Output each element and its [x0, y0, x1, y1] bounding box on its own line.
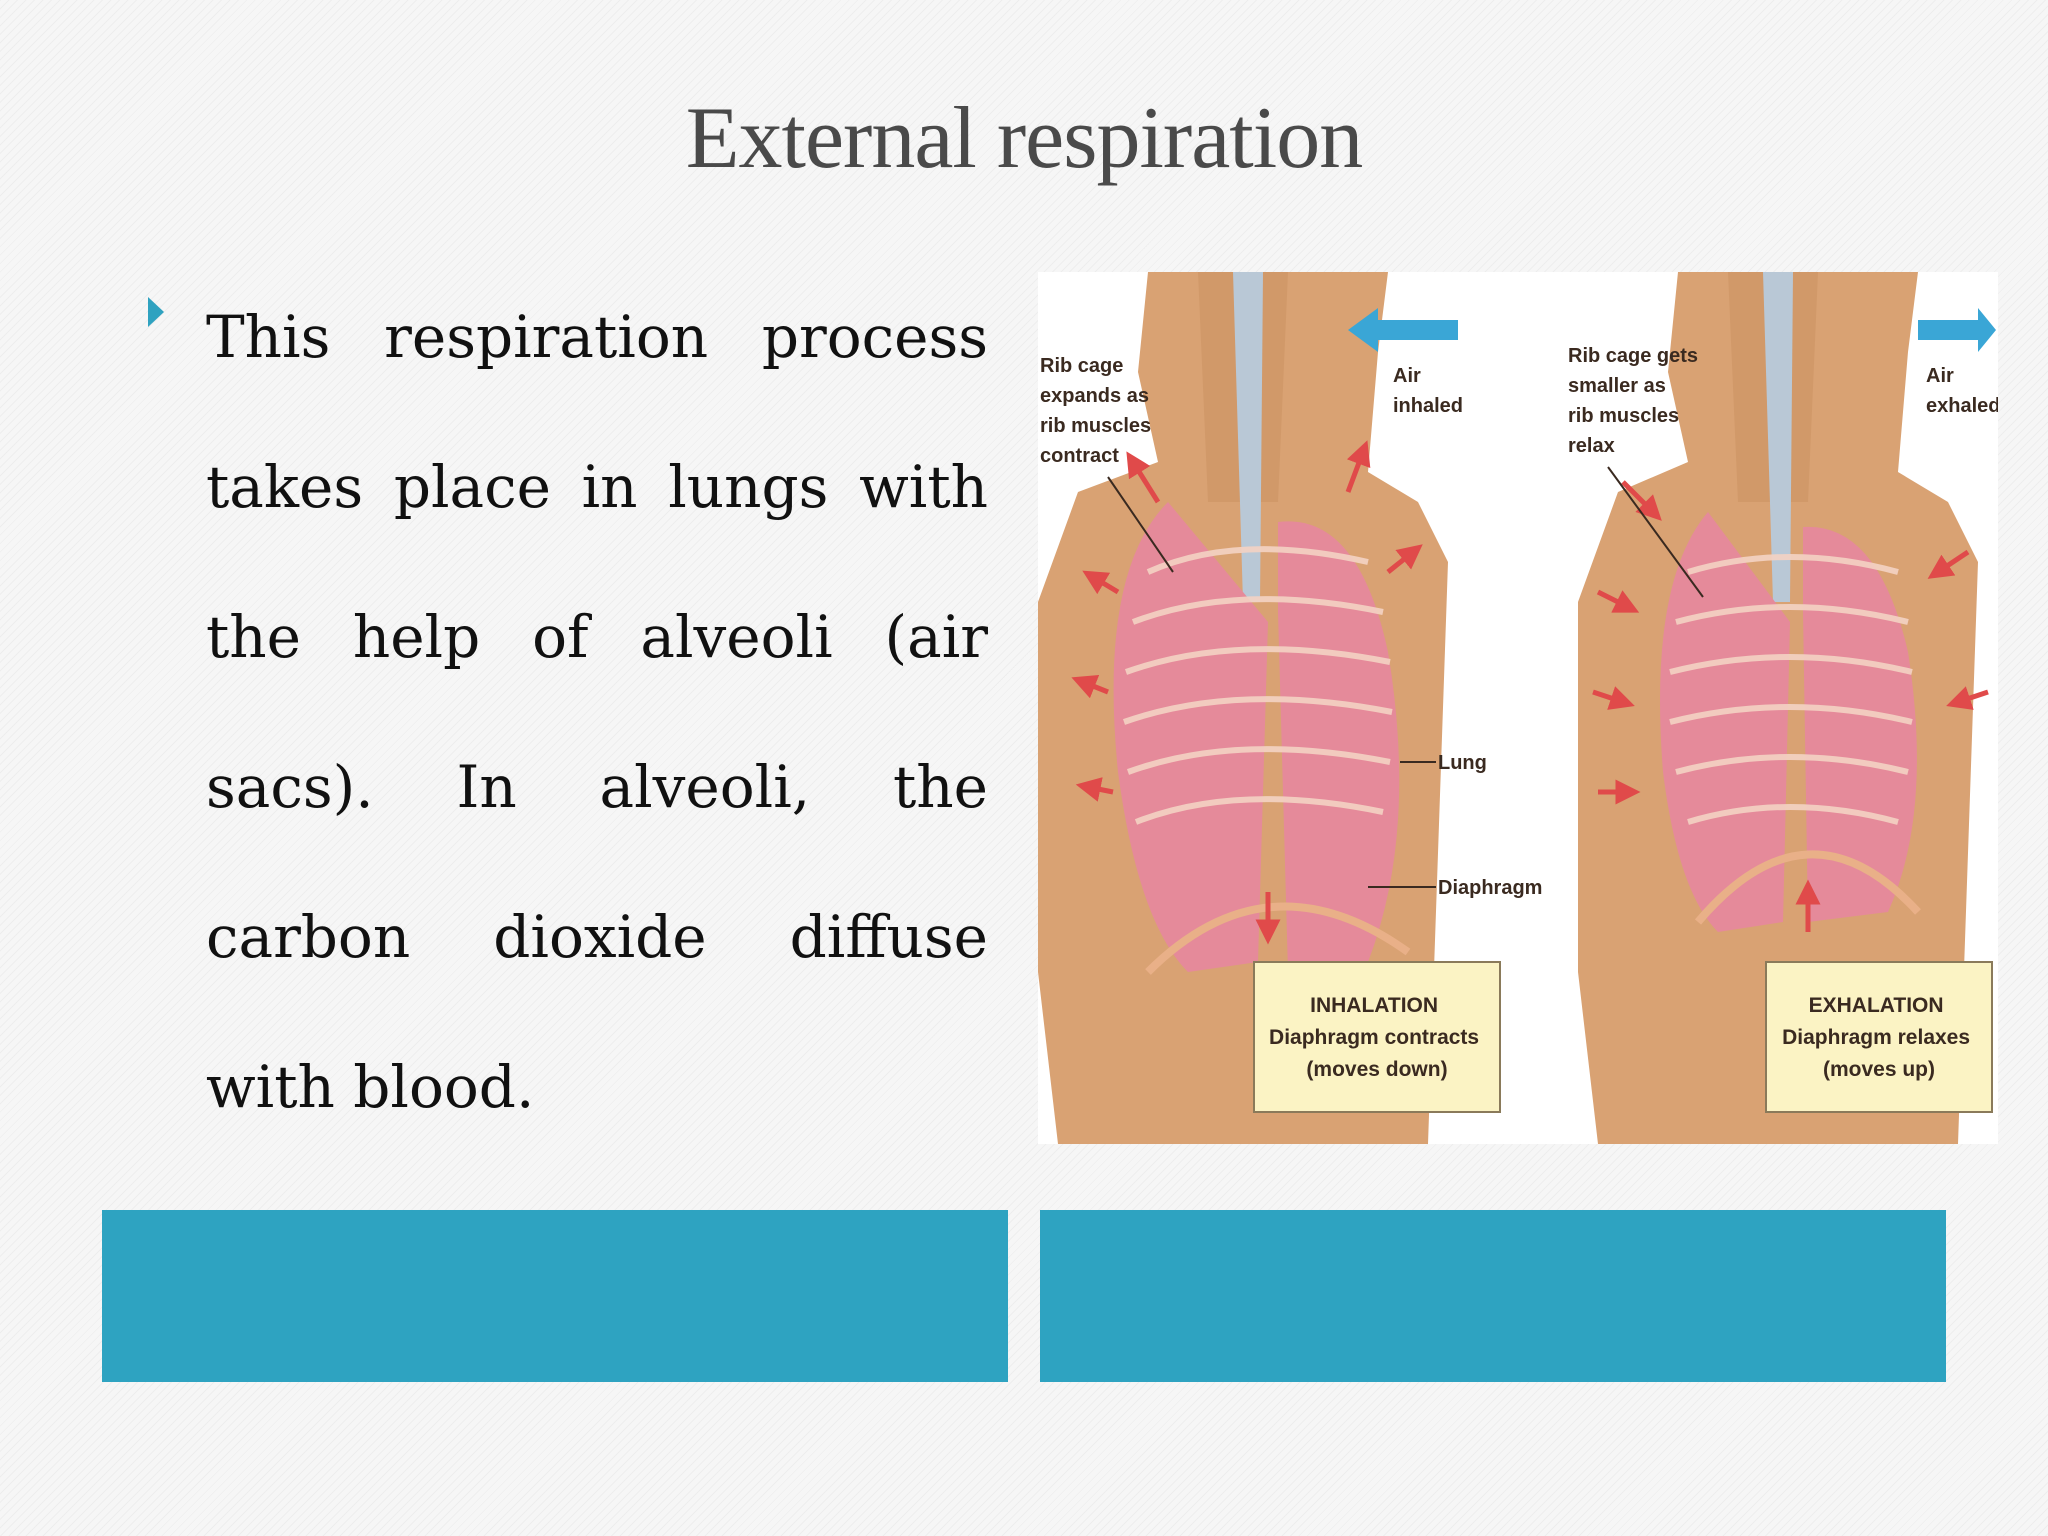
trachea-left — [1233, 272, 1263, 602]
trachea-right — [1763, 272, 1793, 602]
bullet-line: This respiration process — [206, 303, 988, 371]
lungs-right — [1660, 512, 1917, 932]
exhalation-panel: Rib cage gets smaller as rib muscles rel… — [1568, 272, 1998, 1144]
air-exhaled-arrow-icon — [1918, 308, 1996, 352]
rib-label-right: Rib cage gets — [1568, 345, 1698, 367]
bullet-text: This respiration process takes place in … — [206, 262, 988, 1162]
bullet-line: sacs). In alveoli, the — [206, 753, 988, 821]
rib-label-left: Rib cage — [1040, 355, 1123, 377]
bullet-line: takes place in lungs with — [206, 453, 988, 521]
diaphragm-left — [1145, 902, 1411, 975]
inhalation-panel: Rib cage expands as rib muscles contract… — [1038, 272, 1542, 1144]
exhalation-box — [1765, 961, 1993, 1113]
air-inhaled-arrow-icon — [1348, 308, 1458, 352]
bullet-line: carbon dioxide diffuse — [206, 903, 988, 971]
bullet-line: with blood. — [206, 1053, 535, 1121]
svg-text:Air inhaled: Air inhaled — [1393, 365, 1463, 417]
footer-bar-left — [102, 1210, 1008, 1382]
inhalation-heading: INHALATION — [1310, 994, 1438, 1017]
lungs-left — [1113, 502, 1400, 972]
svg-text:EXHALATION Diaphragm r: EXHALATION Diaphragm relaxes (moves up) — [1782, 994, 1976, 1081]
diaphragm-right — [1694, 850, 1921, 925]
footer-bar-right — [1040, 1210, 1946, 1382]
exhalation-heading: EXHALATION — [1809, 994, 1944, 1017]
slide-title: External respiration — [685, 90, 1363, 187]
bullet-arrow-icon — [148, 297, 164, 327]
svg-text:INHALATION Diaphragm c: INHALATION Diaphragm contracts (moves do… — [1269, 994, 1485, 1081]
svg-text:Rib cage expands as: Rib cage expands as rib muscles contract — [1040, 355, 1157, 467]
air-label-right: Air — [1926, 365, 1954, 387]
breathing-diagram: Rib cage expands as rib muscles contract… — [1038, 272, 1998, 1144]
svg-text:Rib cage gets smaller: Rib cage gets smaller as rib muscles rel… — [1568, 345, 1704, 457]
inhalation-box — [1253, 961, 1501, 1113]
bullet-line: the help of alveoli (air — [206, 603, 988, 671]
svg-text:Air exhaled: Air exhaled — [1926, 365, 1998, 417]
lung-label: Lung — [1438, 752, 1487, 774]
air-label-left: Air — [1393, 365, 1421, 387]
diaphragm-label: Diaphragm — [1438, 877, 1542, 899]
